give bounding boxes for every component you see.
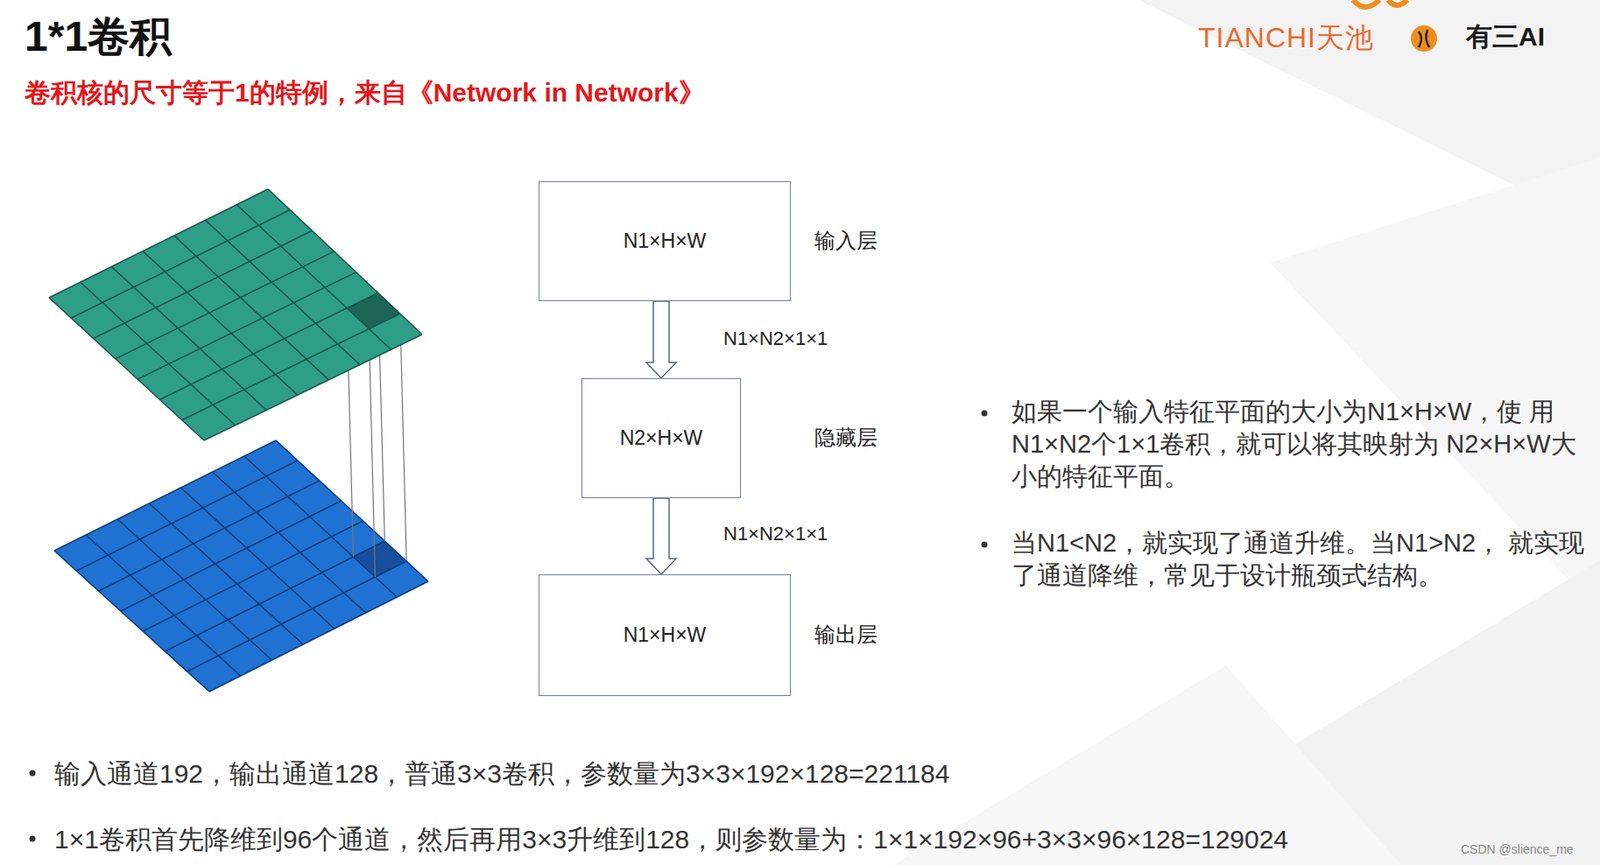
layer-name: 隐藏层 — [814, 423, 878, 452]
grid-line — [182, 313, 401, 420]
bullet-text: 当N1<N2，就实现了通道升维。当N1>N2， 就实现了通道降维，常见于设计瓶颈… — [1011, 527, 1590, 593]
grid-line — [70, 210, 290, 319]
layer-box: N1×H×W输出层 — [538, 574, 791, 697]
grid-line — [187, 561, 407, 672]
layer-size: N2×H×W — [620, 426, 704, 451]
grid-line — [142, 521, 363, 632]
grid-line — [85, 535, 241, 677]
grid-line — [212, 472, 367, 614]
grid-line — [80, 281, 236, 425]
grid-line — [159, 293, 378, 401]
layer-name: 输出层 — [814, 620, 878, 649]
bullet-text: 1×1卷积首先降维到96个通道，然后再用3×3升维到128，则参数量为：1×1×… — [54, 822, 1289, 859]
grid-plane — [49, 189, 423, 441]
grid-line — [54, 440, 276, 551]
slide-title: 1*1卷积 — [24, 8, 172, 65]
grid-line — [209, 581, 429, 692]
layer-box: N2×H×W隐藏层 — [581, 378, 741, 499]
input-feature-grid — [49, 189, 423, 441]
grid-line — [98, 480, 320, 592]
logo-text: TIANCHI天池 — [1198, 19, 1375, 58]
grid-line — [93, 230, 313, 339]
bullet-dot — [981, 410, 988, 417]
subtitle: 卷积核的尺寸等于1的特例，来自《Network in Network》 — [24, 75, 705, 112]
logo-partial — [1353, 0, 1408, 8]
bullet-dot — [981, 542, 988, 549]
block-arrow — [646, 498, 677, 575]
grid-line — [49, 297, 205, 441]
bullet-dot — [29, 836, 36, 843]
grid-line — [174, 235, 329, 381]
grid-line — [111, 267, 267, 411]
layer-box: N1×H×W输入层 — [538, 181, 791, 302]
layer-name: 输入层 — [814, 226, 878, 255]
kernel-size-label: N1×N2×1×1 — [721, 522, 830, 546]
grid-line — [205, 219, 360, 365]
kernel-size-label: N1×N2×1×1 — [721, 327, 830, 351]
grid-line — [181, 487, 335, 629]
highlight-cell — [346, 293, 401, 330]
grid-line — [49, 189, 268, 298]
bullet-dot — [29, 770, 36, 777]
logo-icon — [1410, 25, 1438, 52]
grid-line — [76, 460, 298, 571]
watermark: CSDN @slience_me — [1460, 842, 1574, 857]
logo-text: 有三AI — [1466, 19, 1545, 56]
block-arrow — [646, 301, 677, 379]
grid-line — [204, 334, 423, 441]
grid-line — [267, 189, 423, 335]
grid-line — [54, 550, 210, 692]
grid-line — [120, 500, 342, 612]
grid-line — [137, 272, 356, 380]
logo-icon-mark — [1418, 29, 1430, 48]
projection-line — [368, 329, 375, 578]
projection-line — [400, 313, 407, 562]
grid-line — [115, 251, 335, 360]
bullet-text: 如果一个输入特征平面的大小为N1×H×W，使 用N1×N2个1×1卷积，就可以将… — [1011, 395, 1590, 494]
grid-line — [117, 519, 272, 661]
grid-line — [142, 251, 298, 395]
grid-line — [148, 503, 304, 645]
bullet-text: 输入通道192，输出通道128，普通3×3卷积，参数量为3×3×192×128=… — [54, 756, 950, 793]
layer-size: N1×H×W — [623, 229, 707, 254]
grid-line — [164, 541, 385, 652]
highlight-cell — [352, 541, 407, 578]
grid-line — [236, 204, 391, 351]
layer-size: N1×H×W — [623, 623, 707, 648]
